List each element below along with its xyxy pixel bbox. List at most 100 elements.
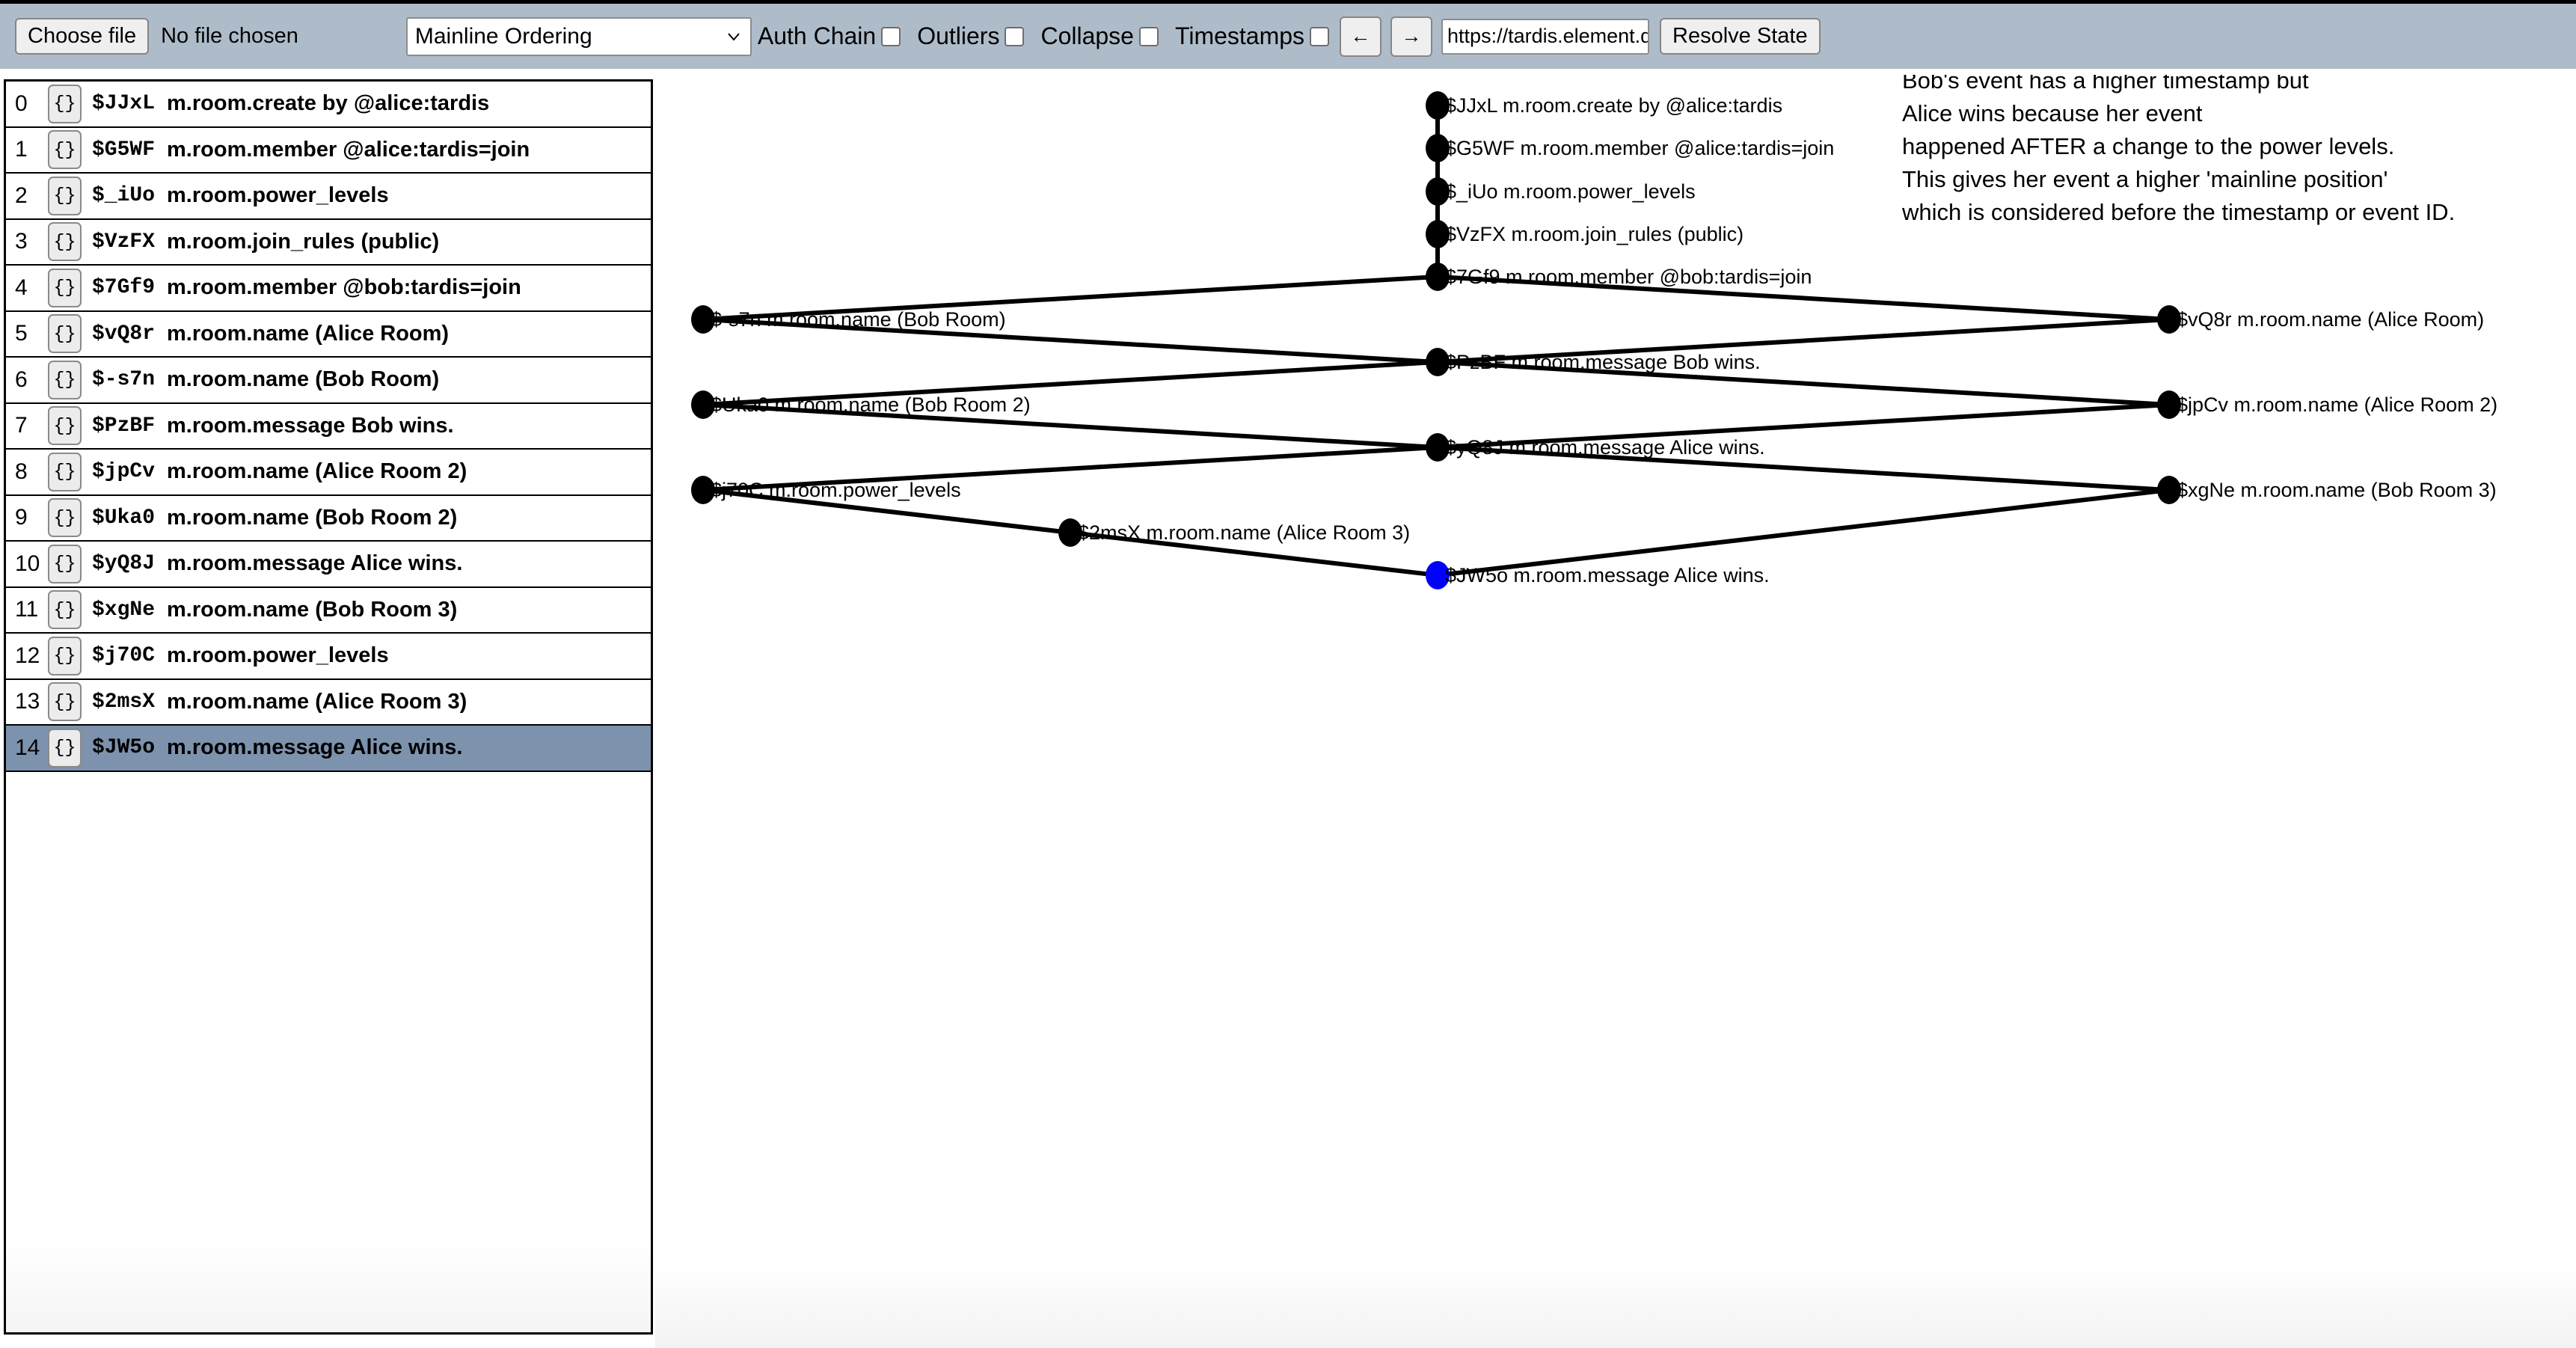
graph-node[interactable] xyxy=(1426,220,1450,248)
graph-node[interactable] xyxy=(1058,518,1082,547)
view-json-button[interactable]: {} xyxy=(48,360,82,399)
auth-chain-checkbox-group[interactable]: Auth Chain xyxy=(758,22,911,50)
outliers-checkbox-group[interactable]: Outliers xyxy=(917,22,1034,50)
graph-node[interactable] xyxy=(691,390,715,419)
collapse-checkbox-group[interactable]: Collapse xyxy=(1040,22,1169,50)
event-row-id: $PzBF xyxy=(92,414,156,438)
graph-node-label: $vQ8r m.room.name (Alice Room) xyxy=(2177,308,2484,331)
graph-node[interactable] xyxy=(1426,348,1450,376)
outliers-checkbox[interactable] xyxy=(1005,26,1025,46)
event-row-index: 4 xyxy=(15,275,28,300)
graph-edge xyxy=(1437,360,2170,407)
graph-edge xyxy=(1437,317,2170,364)
event-row-id: $vQ8r xyxy=(92,322,156,346)
event-row-description: m.room.create by @alice:tardis xyxy=(167,91,490,116)
graph-edge xyxy=(1070,530,1438,578)
view-json-button[interactable]: {} xyxy=(48,314,82,354)
annotation-line: Alice wins because her event xyxy=(1902,100,2203,126)
view-json-button[interactable]: {} xyxy=(48,498,82,538)
event-row-index: 12 xyxy=(15,643,40,668)
graph-edges xyxy=(702,105,2170,578)
view-json-button[interactable]: {} xyxy=(48,452,82,491)
graph-node[interactable] xyxy=(2157,476,2181,504)
event-row-index: 13 xyxy=(15,689,40,714)
event-row-index: 5 xyxy=(15,321,28,346)
view-json-button[interactable]: {} xyxy=(48,84,82,123)
graph-edge xyxy=(1437,488,2170,578)
event-row-id: $xgNe xyxy=(92,598,156,622)
timestamps-checkbox[interactable] xyxy=(1310,26,1330,46)
graph-node[interactable] xyxy=(1426,134,1450,162)
auth-chain-checkbox[interactable] xyxy=(881,26,901,46)
view-json-button[interactable]: {} xyxy=(48,544,82,583)
view-json-button[interactable]: {} xyxy=(48,176,82,215)
graph-node[interactable] xyxy=(1426,561,1450,589)
graph-node[interactable] xyxy=(1426,433,1450,462)
event-row-index: 2 xyxy=(15,183,28,208)
view-json-button[interactable]: {} xyxy=(48,636,82,675)
graph-node-label: $JW5o m.room.message Alice wins. xyxy=(1445,564,1770,586)
graph-node[interactable] xyxy=(1426,263,1450,291)
event-row-description: m.room.name (Bob Room) xyxy=(167,367,440,392)
view-json-button[interactable]: {} xyxy=(48,406,82,446)
view-json-button[interactable]: {} xyxy=(48,130,82,170)
annotation-line: which is considered before the timestamp… xyxy=(1901,199,2455,225)
graph-node-label: $-s7n m.room.name (Bob Room) xyxy=(711,308,1006,331)
event-row-id: $j70C xyxy=(92,644,156,668)
graph-nodes: $JJxL m.room.create by @alice:tardis$G5W… xyxy=(691,91,2497,589)
event-row-index: 9 xyxy=(15,505,28,530)
view-json-button[interactable]: {} xyxy=(48,590,82,630)
graph-node-label: $xgNe m.room.name (Bob Room 3) xyxy=(2177,479,2497,501)
view-json-button[interactable]: {} xyxy=(48,728,82,768)
graph-node[interactable] xyxy=(1426,91,1450,120)
graph-node-label: $_iUo m.room.power_levels xyxy=(1445,180,1696,203)
event-row-description: m.room.join_rules (public) xyxy=(167,229,440,254)
annotation-line: This gives her event a higher 'mainline … xyxy=(1902,166,2388,192)
graph-canvas: $JJxL m.room.create by @alice:tardis$G5W… xyxy=(691,75,2497,589)
graph-node[interactable] xyxy=(691,305,715,334)
forward-button[interactable]: → xyxy=(1390,16,1433,57)
url-input[interactable]: https://tardis.element.dev xyxy=(1441,18,1650,55)
event-row-id: $JW5o xyxy=(92,736,156,760)
event-row-index: 10 xyxy=(15,551,40,576)
event-row-id: $jpCv xyxy=(92,460,156,484)
event-row-description: m.room.name (Bob Room 3) xyxy=(167,597,458,622)
graph-edge xyxy=(702,275,1438,322)
choose-file-button[interactable]: Choose file xyxy=(15,17,150,55)
graph-node[interactable] xyxy=(691,476,715,504)
ordering-select[interactable]: Mainline Ordering xyxy=(405,16,752,56)
view-json-button[interactable]: {} xyxy=(48,268,82,307)
collapse-checkbox[interactable] xyxy=(1138,26,1159,46)
event-dag-graph[interactable]: $JJxL m.room.create by @alice:tardis$G5W… xyxy=(658,75,2576,1348)
event-row-description: m.room.power_levels xyxy=(167,643,389,668)
back-button[interactable]: ← xyxy=(1340,16,1382,57)
graph-node[interactable] xyxy=(2157,305,2181,334)
timestamps-checkbox-group[interactable]: Timestamps xyxy=(1175,22,1340,50)
event-row[interactable]: 12 {} $j70C m.room.power_levels xyxy=(6,634,651,680)
graph-edge xyxy=(1437,402,2170,450)
event-row-description: m.room.power_levels xyxy=(167,183,389,208)
event-row-description: m.room.name (Alice Room 3) xyxy=(167,689,467,714)
view-json-button[interactable]: {} xyxy=(48,222,82,262)
view-json-button[interactable]: {} xyxy=(48,682,82,722)
graph-node[interactable] xyxy=(2157,390,2181,419)
graph-node[interactable] xyxy=(1426,177,1450,206)
resolve-state-button[interactable]: Resolve State xyxy=(1660,17,1821,55)
event-row-index: 0 xyxy=(15,91,28,116)
